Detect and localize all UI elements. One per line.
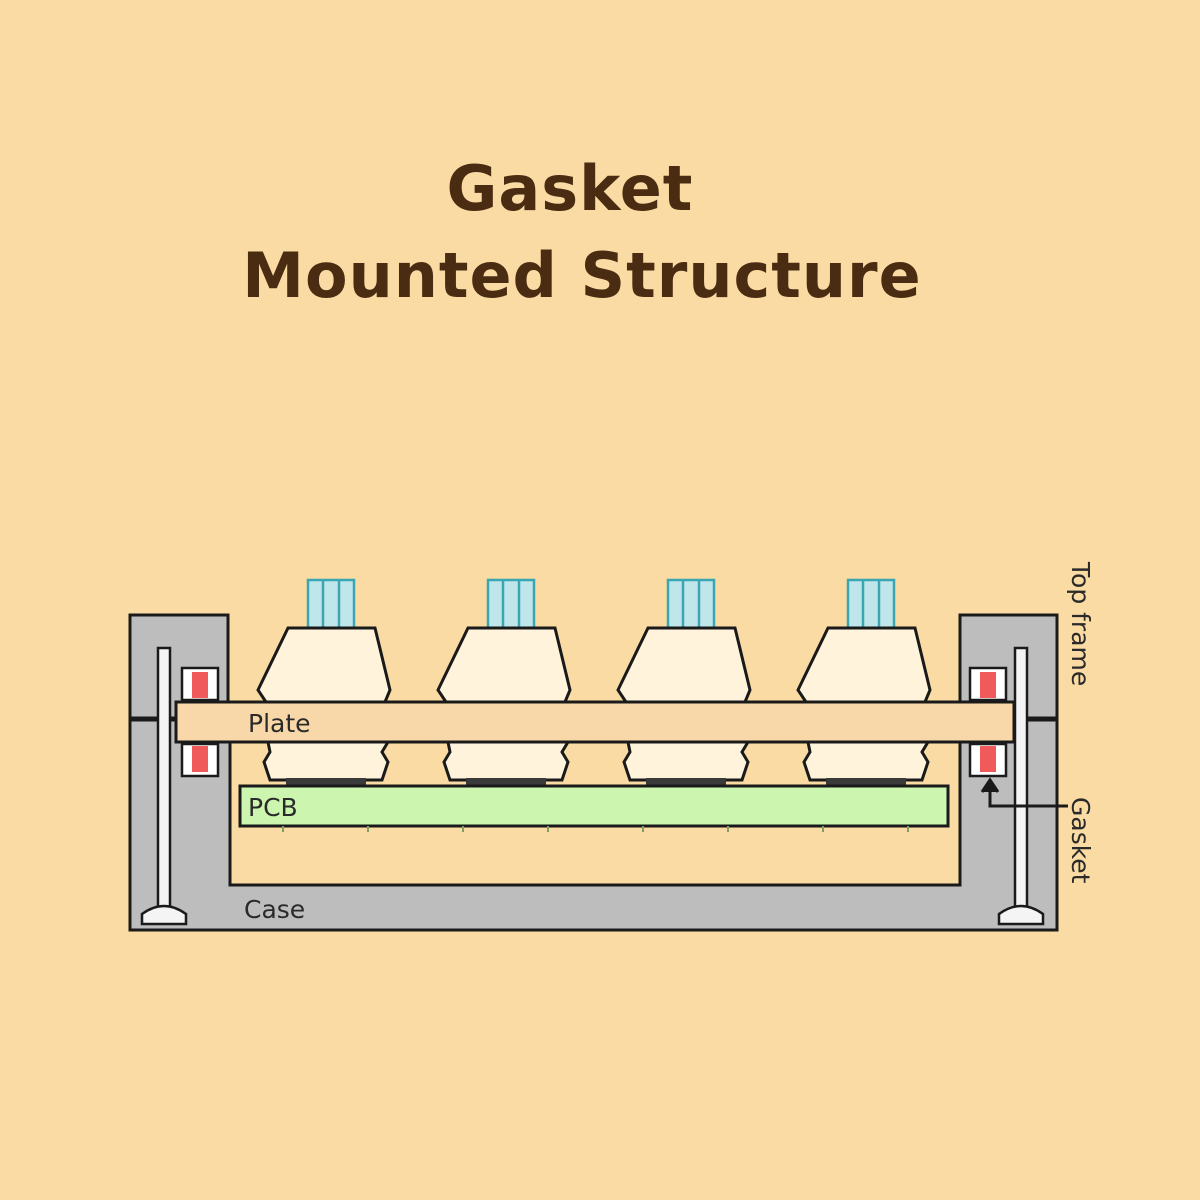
title-line-2: Mounted Structure: [242, 239, 922, 312]
switch-2: [436, 578, 572, 786]
gasket-pieces: [180, 666, 1008, 778]
switch-4: [796, 578, 932, 786]
title-line-1: Gasket: [446, 152, 694, 225]
switch-1: [256, 578, 392, 786]
switch-3: [616, 578, 752, 786]
case-label: Case: [244, 895, 305, 924]
pcb-pins: [282, 826, 909, 832]
plate: [174, 700, 1016, 744]
gasket-arrow: [980, 777, 1068, 808]
screw-left: [140, 646, 188, 926]
pcb-label: PCB: [248, 793, 298, 822]
plate-label: Plate: [248, 709, 311, 738]
top-frame-label: Top frame: [1066, 561, 1095, 686]
gasket-label: Gasket: [1066, 797, 1095, 884]
screw-right: [997, 646, 1045, 926]
pcb: [238, 784, 950, 828]
